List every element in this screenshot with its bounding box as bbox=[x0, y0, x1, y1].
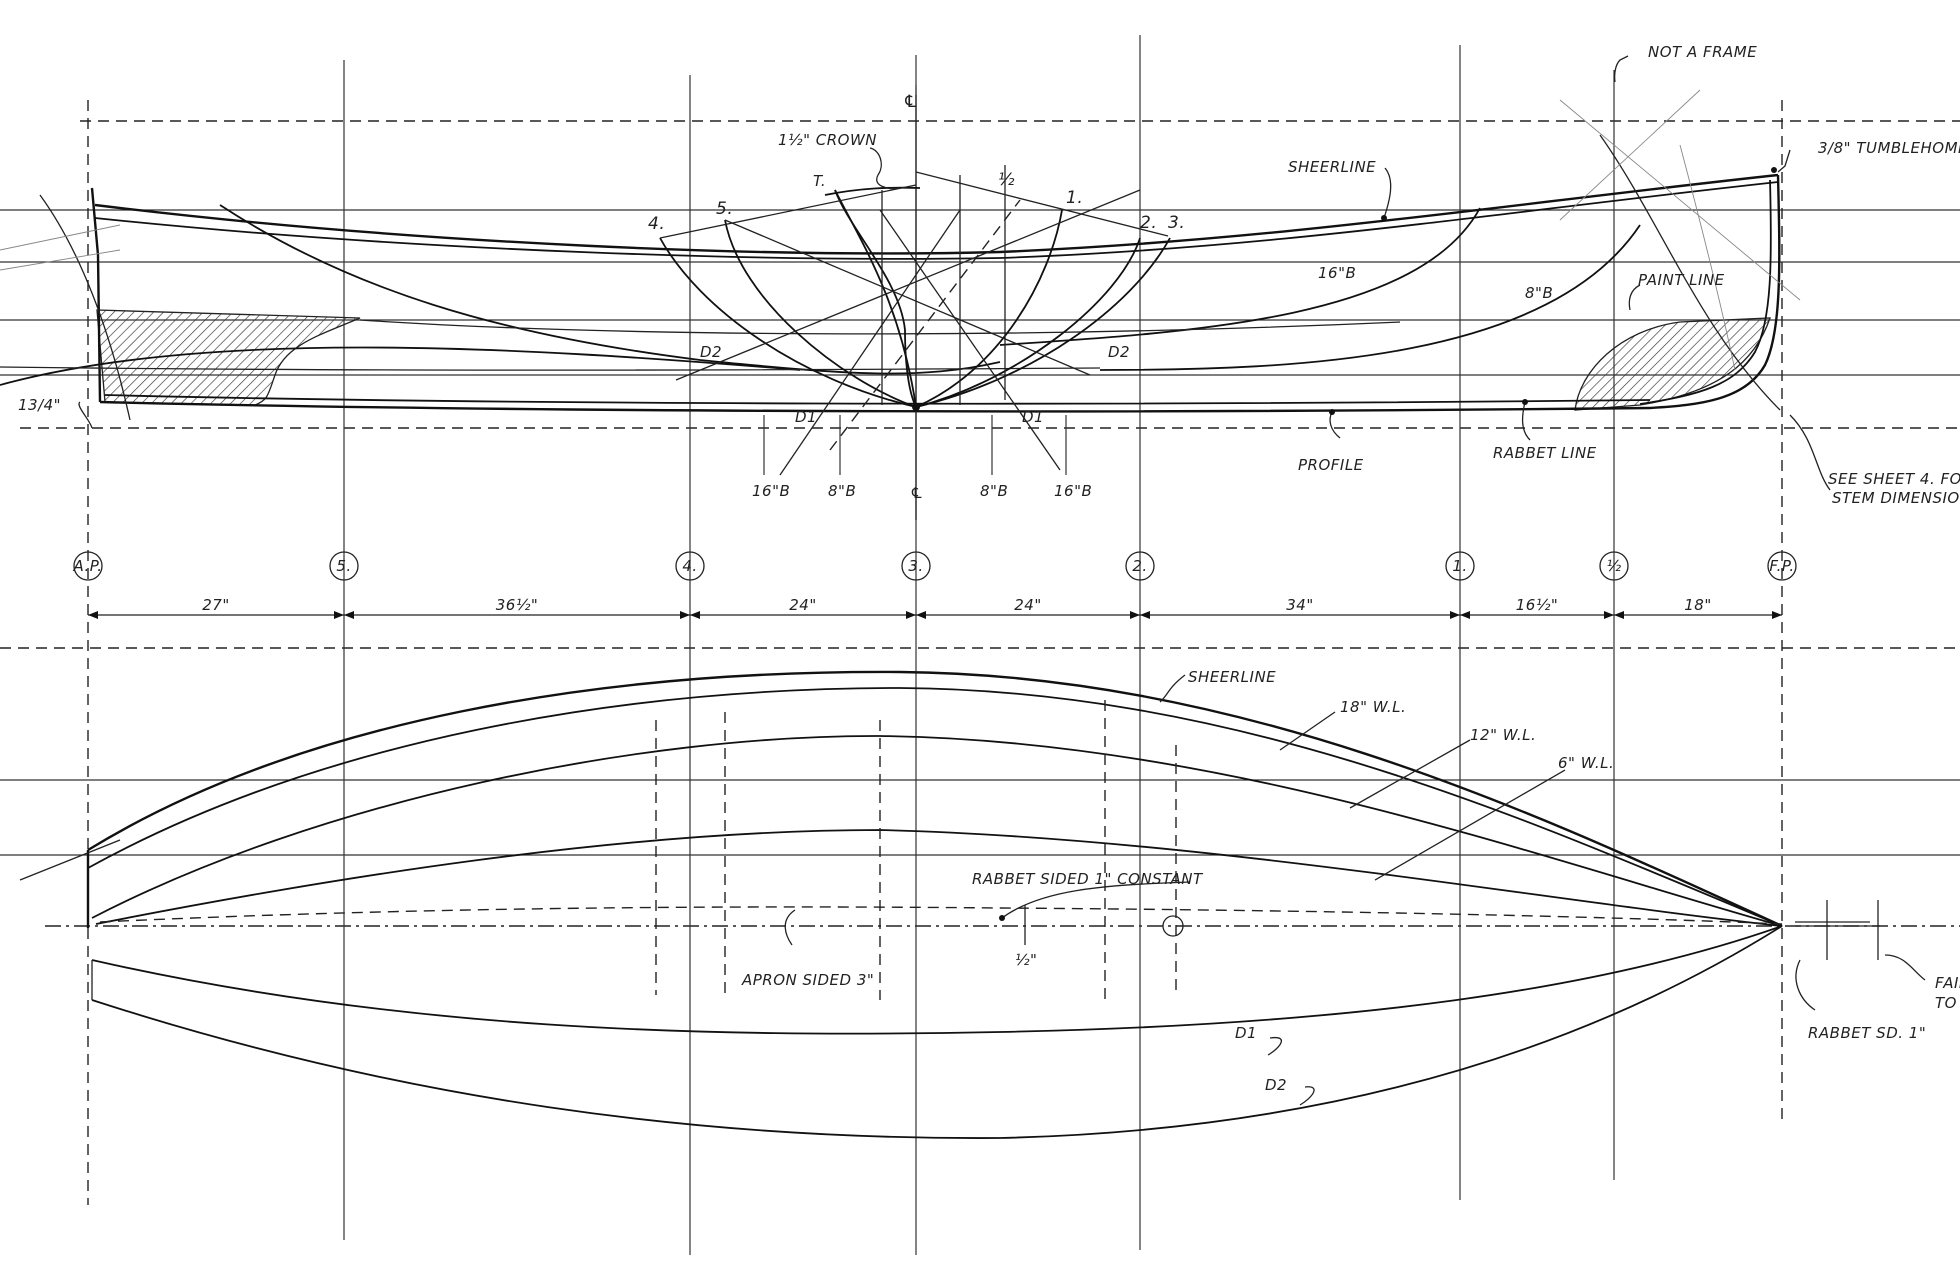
svg-text:F.P.: F.P. bbox=[1769, 557, 1794, 575]
half-inch-label: ½" bbox=[1015, 951, 1037, 969]
plan-leaders bbox=[784, 674, 1926, 1106]
profile-label: PROFILE bbox=[1298, 456, 1364, 474]
not-a-frame-label: NOT A FRAME bbox=[1648, 43, 1757, 61]
section-4-label: 4. bbox=[648, 214, 665, 234]
grid-lines bbox=[0, 120, 1960, 927]
transom bbox=[90, 187, 102, 403]
see-sheet-label: SEE SHEET 4. FOR bbox=[1828, 470, 1960, 488]
sheer-line-inner bbox=[94, 181, 1779, 260]
station-5: 5. bbox=[329, 551, 359, 581]
plan-wl12 bbox=[95, 829, 1783, 927]
svg-text:3.: 3. bbox=[908, 557, 923, 575]
profile-labels: NOT A FRAME 3/8" TUMBLEHOME SHEERLINE 1½… bbox=[18, 43, 1960, 507]
plan-labels: SHEERLINE 18" W.L. 12" W.L. 6" W.L. RABB… bbox=[741, 668, 1960, 1094]
body-d1-left-label: D1 bbox=[795, 408, 817, 426]
crown-label: 1½" CROWN bbox=[778, 131, 877, 149]
station-3: 3. bbox=[901, 551, 931, 581]
paint-line-label: PAINT LINE bbox=[1638, 271, 1725, 289]
buttock-label-2: 8"B bbox=[828, 482, 856, 500]
plan-sheerline-label: SHEERLINE bbox=[1188, 668, 1276, 686]
sheer-line-outer bbox=[94, 173, 1779, 255]
tumblehome-label: 3/8" TUMBLEHOME bbox=[1818, 139, 1960, 157]
plan-wl18 bbox=[91, 735, 1783, 927]
svg-text:5.: 5. bbox=[336, 557, 351, 575]
station-1: 1. bbox=[1445, 551, 1475, 581]
spacing-6: 16½" bbox=[1516, 596, 1559, 614]
svg-text:2.: 2. bbox=[1132, 557, 1147, 575]
dimension-line: 27" 36½" 24" 24" 34" 16½" 18" bbox=[88, 596, 1782, 619]
section-3-label: 3. bbox=[1168, 213, 1185, 233]
spacing-1: 27" bbox=[202, 596, 230, 614]
stem-inner bbox=[1639, 179, 1772, 405]
section-half-label: ½ bbox=[998, 170, 1015, 190]
section-5-label: 5. bbox=[716, 199, 733, 219]
half-breadth-plan bbox=[19, 670, 1880, 1139]
spacing-7: 18" bbox=[1684, 596, 1712, 614]
centerline-top-label: ℄ bbox=[903, 92, 919, 112]
d2-label: D2 bbox=[1265, 1076, 1287, 1094]
section-1-label: 1. bbox=[1066, 188, 1083, 208]
svg-text:1.: 1. bbox=[1452, 557, 1467, 575]
spacing-5: 34" bbox=[1286, 596, 1314, 614]
station-ap: A.P. bbox=[72, 551, 103, 581]
svg-text:½: ½ bbox=[1606, 557, 1621, 575]
stem bbox=[1649, 174, 1781, 410]
body-d2-left-label: D2 bbox=[700, 343, 722, 361]
plan-sheer-outer bbox=[87, 670, 1783, 928]
wl12-label: 12" W.L. bbox=[1470, 726, 1536, 744]
body-plan bbox=[659, 85, 1171, 520]
rabbet-sd-label: RABBET SD. 1" bbox=[1808, 1024, 1926, 1042]
apron-sided-label: APRON SIDED 3" bbox=[741, 971, 874, 989]
aft-deadwood-hatch bbox=[96, 309, 361, 406]
fore-deadwood-hatch bbox=[1574, 317, 1771, 411]
rabbet-sided-label: RABBET SIDED 1" CONSTANT bbox=[972, 870, 1204, 888]
buttock-label-5: 16"B bbox=[1054, 482, 1092, 500]
to-label: TO bbox=[1935, 994, 1957, 1012]
svg-text:4.: 4. bbox=[682, 557, 697, 575]
wl6-label: 6" W.L. bbox=[1558, 754, 1614, 772]
station-markers: A.P. 5. 4. 3. 2. 1. ½ F.P. bbox=[72, 551, 1797, 581]
station-half: ½ bbox=[1599, 551, 1629, 581]
station-lines bbox=[87, 35, 1783, 1255]
svg-text:A.P.: A.P. bbox=[72, 557, 102, 575]
spacing-4: 24" bbox=[1014, 596, 1042, 614]
plan-d2 bbox=[91, 925, 1783, 1139]
stem-dimensions-label: STEM DIMENSIONS bbox=[1832, 489, 1960, 507]
station-4: 4. bbox=[675, 551, 705, 581]
station-fp: F.P. bbox=[1767, 551, 1797, 581]
diagonal-8b-upper-label: 8"B bbox=[1525, 284, 1553, 302]
wl18-label: 18" W.L. bbox=[1340, 698, 1406, 716]
sheerline-profile-label: SHEERLINE bbox=[1288, 158, 1376, 176]
profile-line bbox=[99, 400, 1651, 413]
body-d1-right-label: D1 bbox=[1022, 408, 1044, 426]
plan-d1 bbox=[91, 925, 1783, 1035]
rabbet-line bbox=[104, 394, 1651, 405]
buttock-label-1: 16"B bbox=[752, 482, 790, 500]
spacing-3: 24" bbox=[789, 596, 817, 614]
buttock-label-3: ℄ bbox=[910, 484, 924, 502]
spacing-2: 36½" bbox=[496, 596, 539, 614]
d1-label: D1 bbox=[1235, 1024, 1257, 1042]
rabbet-line-label: RABBET LINE bbox=[1493, 444, 1597, 462]
profile-leaders bbox=[78, 55, 1831, 491]
depth-left-label: 13/4" bbox=[18, 396, 61, 414]
buttock-label-4: 8"B bbox=[980, 482, 1008, 500]
t-label: T. bbox=[813, 172, 826, 190]
section-2-label: 2. bbox=[1140, 213, 1157, 233]
station-2: 2. bbox=[1125, 551, 1155, 581]
fair-label: FAIR bbox=[1935, 974, 1960, 992]
profile-view bbox=[0, 89, 1801, 421]
plan-sheer-inner bbox=[87, 687, 1783, 927]
body-d2-right-label: D2 bbox=[1108, 343, 1130, 361]
diagonal-16b-upper-label: 16"B bbox=[1318, 264, 1356, 282]
